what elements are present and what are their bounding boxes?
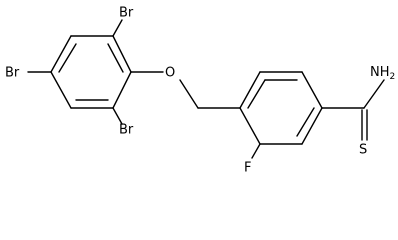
ether-linker (179, 79, 241, 109)
amine-subscript: 2 (390, 72, 396, 82)
chemical-structure: Br Br Br O F NH2 S (5, 6, 395, 176)
bromine-label-top: Br (119, 6, 134, 21)
substituent-bonds-right (251, 79, 385, 159)
substituent-bonds-left (27, 19, 164, 125)
bromine-label-left: Br (5, 66, 20, 81)
left-benzene-ring (50, 35, 132, 109)
fluorine-label: F (244, 161, 251, 176)
amine-nh-text: NH (370, 65, 390, 80)
bromine-label-bottom: Br (119, 123, 134, 138)
atom-labels: Br Br Br O F NH2 S (5, 6, 395, 176)
amine-label: NH2 (370, 65, 395, 82)
sulfur-label: S (359, 143, 367, 158)
oxygen-label: O (165, 66, 175, 81)
right-benzene-ring (239, 71, 323, 145)
